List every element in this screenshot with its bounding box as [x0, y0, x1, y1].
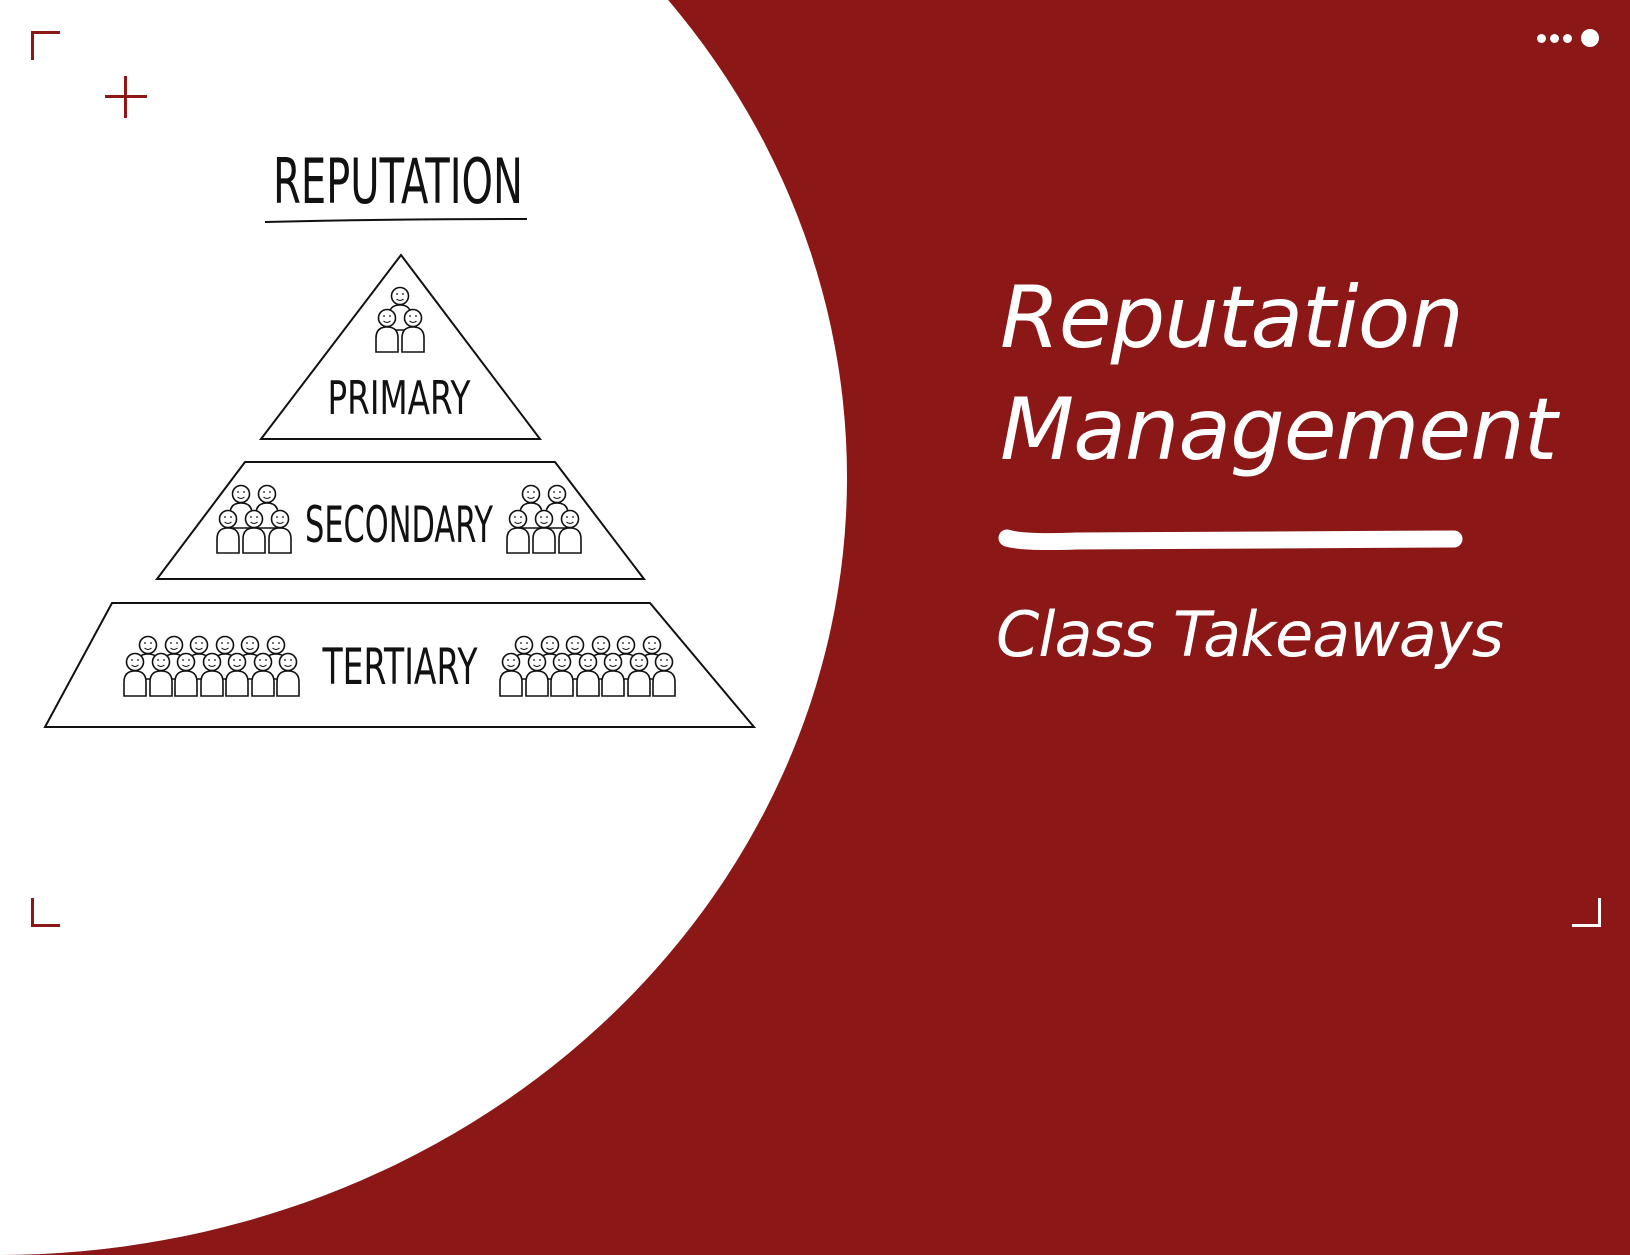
- heading-underline: [264, 218, 528, 223]
- page-dot: [1563, 33, 1572, 43]
- plus-icon: [105, 76, 147, 118]
- corner-mark-bottom-right: [1572, 898, 1601, 927]
- page-dot: [1537, 33, 1546, 43]
- title-line-2: Management: [1000, 380, 1558, 480]
- tier-tertiary-label: TERTIARY: [322, 638, 478, 696]
- title-underline: [998, 529, 1463, 550]
- slide-title: Reputation Management: [1000, 262, 1558, 486]
- corner-mark-bottom-left: [31, 898, 60, 927]
- title-line-1: Reputation: [1000, 268, 1464, 368]
- tier-primary-shape: [258, 253, 543, 440]
- page-dot-active: [1581, 29, 1599, 47]
- corner-mark-top-left: [31, 31, 60, 60]
- page-indicator: [1537, 29, 1599, 47]
- page-dot: [1550, 33, 1559, 43]
- diagram-heading: REPUTATION: [273, 145, 523, 218]
- slide-subtitle: Class Takeaways: [996, 598, 1504, 671]
- tier-secondary-label: SECONDARY: [305, 496, 493, 554]
- reputation-pyramid-diagram: REPUTATION PRIMARY SECONDARY: [43, 145, 757, 728]
- tier-primary-label: PRIMARY: [328, 371, 472, 425]
